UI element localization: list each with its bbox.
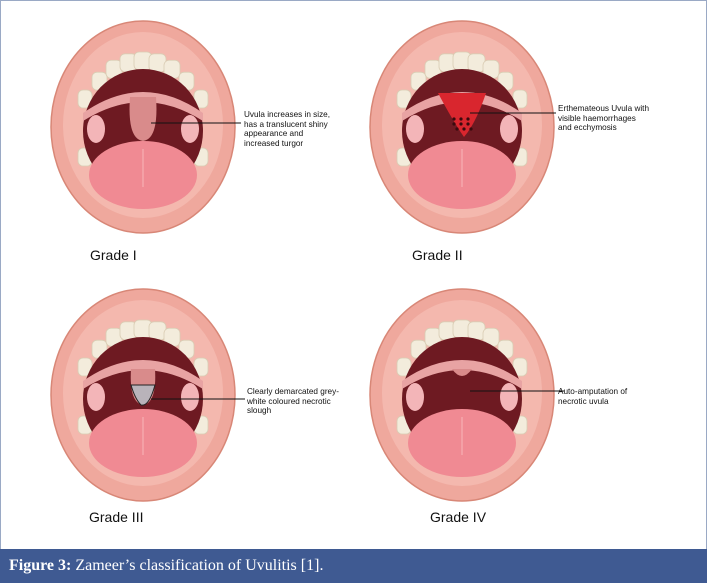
haemorrhage-spot [459,117,462,120]
caption-text: Zameer’s classification of Uvulitis [1]. [71,557,323,574]
caption-bar: Figure 3: Zameer’s classification of Uvu… [0,549,707,583]
haemorrhage-spot [466,122,469,125]
annotation-line: Erthemateous Uvula with [558,104,649,114]
annotation-line: white coloured necrotic [247,397,339,407]
right-tonsil [181,115,199,143]
right-tonsil [500,115,518,143]
grade-label: Grade IV [430,509,486,525]
haemorrhage-spot [455,127,458,130]
annotation-line: Uvula increases in size, [244,110,330,120]
figure-frame: Uvula increases in size, has a transluce… [0,0,707,550]
mouth-illustration [360,15,680,277]
haemorrhage-spot [459,122,462,125]
left-tonsil [87,383,105,411]
annotation-text: Auto-amputation of necrotic uvula [558,387,627,406]
haemorrhage-spot [462,127,465,130]
panel-grade-1: Uvula increases in size, has a transluce… [41,15,361,277]
annotation-line: visible haemorrhages [558,114,649,124]
mouth-group [51,21,235,233]
mouth-group [51,289,235,501]
annotation-line: and ecchymosis [558,123,649,133]
right-tonsil [181,383,199,411]
left-tonsil [406,115,424,143]
mouth-illustration [360,283,680,545]
grade-label: Grade I [90,247,137,263]
annotation-line: Clearly demarcated grey- [247,387,339,397]
caption-label: Figure 3: [9,557,71,574]
tooth [149,54,166,72]
annotation-line: increased turgor [244,139,330,149]
grade-label: Grade II [412,247,463,263]
annotation-line: has a translucent shiny [244,120,330,130]
left-tonsil [406,383,424,411]
panel-grade-4: Auto-amputation of necrotic uvula Grade … [360,283,680,545]
annotation-text: Clearly demarcated grey- white coloured … [247,387,339,416]
mouth-group [370,21,554,233]
haemorrhage-spot [466,117,469,120]
panel-grade-2: Erthemateous Uvula with visible haemorrh… [360,15,680,277]
annotation-line: slough [247,406,339,416]
annotation-line: Auto-amputation of [558,387,627,397]
annotation-line: appearance and [244,129,330,139]
annotation-line: necrotic uvula [558,397,627,407]
annotation-text: Erthemateous Uvula with visible haemorrh… [558,104,649,133]
mouth-group [370,289,554,501]
right-tonsil [500,383,518,411]
left-tonsil [87,115,105,143]
haemorrhage-spot [452,117,455,120]
haemorrhage-spot [452,122,455,125]
figure-caption: Figure 3: Zameer’s classification of Uvu… [9,557,323,575]
annotation-text: Uvula increases in size, has a transluce… [244,110,330,148]
grade-label: Grade III [89,509,143,525]
tooth [468,322,485,340]
panel-grade-3: Clearly demarcated grey- white coloured … [41,283,361,545]
tooth [149,322,166,340]
haemorrhage-spot [469,127,472,130]
tooth [468,54,485,72]
